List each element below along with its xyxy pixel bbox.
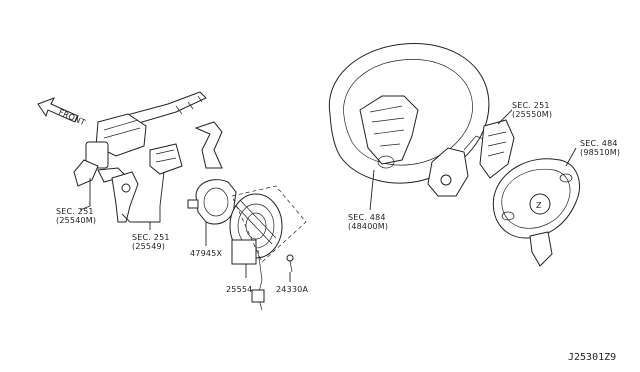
spiral-cable-part xyxy=(229,193,283,311)
callout-steering-num: (25550M) xyxy=(512,110,552,119)
callout-airbag-num: (98510M) xyxy=(580,148,620,157)
leader-wheel xyxy=(369,169,375,211)
callout-combo-num: (25540M) xyxy=(56,216,96,225)
callout-screw: 24330A xyxy=(276,285,308,294)
callout-switch-sec: SEC. 251 xyxy=(132,233,170,242)
callout-wheel-sec: SEC. 484 xyxy=(348,213,386,222)
front-arrow-icon xyxy=(37,97,79,123)
airbag-module-part: Z xyxy=(492,158,580,267)
leader-steering-switch xyxy=(497,109,513,125)
cover-part xyxy=(187,179,237,225)
switch-unit xyxy=(111,143,183,223)
callout-wheel-num: (48400M) xyxy=(348,222,388,231)
diagram-code: J25301Z9 xyxy=(568,352,616,363)
leader-switch xyxy=(121,171,165,223)
callout-airbag-sec: SEC. 484 xyxy=(580,139,618,148)
combination-switch-assembly xyxy=(73,91,223,187)
callout-cover: 47945X xyxy=(190,249,222,258)
leader-combo xyxy=(79,178,91,211)
callout-spiral-cable: 25554 xyxy=(226,285,252,294)
assembly-outline xyxy=(231,185,307,263)
steering-switch-part xyxy=(427,119,515,197)
callout-steering-sec: SEC. 251 xyxy=(512,101,550,110)
front-label: FRONT xyxy=(57,108,87,128)
logo-z-icon: Z xyxy=(536,201,542,210)
leader-airbag xyxy=(565,147,577,167)
screw-part xyxy=(286,254,294,273)
callout-combo-sec: SEC. 251 xyxy=(56,207,94,216)
callout-switch-num: (25549) xyxy=(132,242,165,251)
